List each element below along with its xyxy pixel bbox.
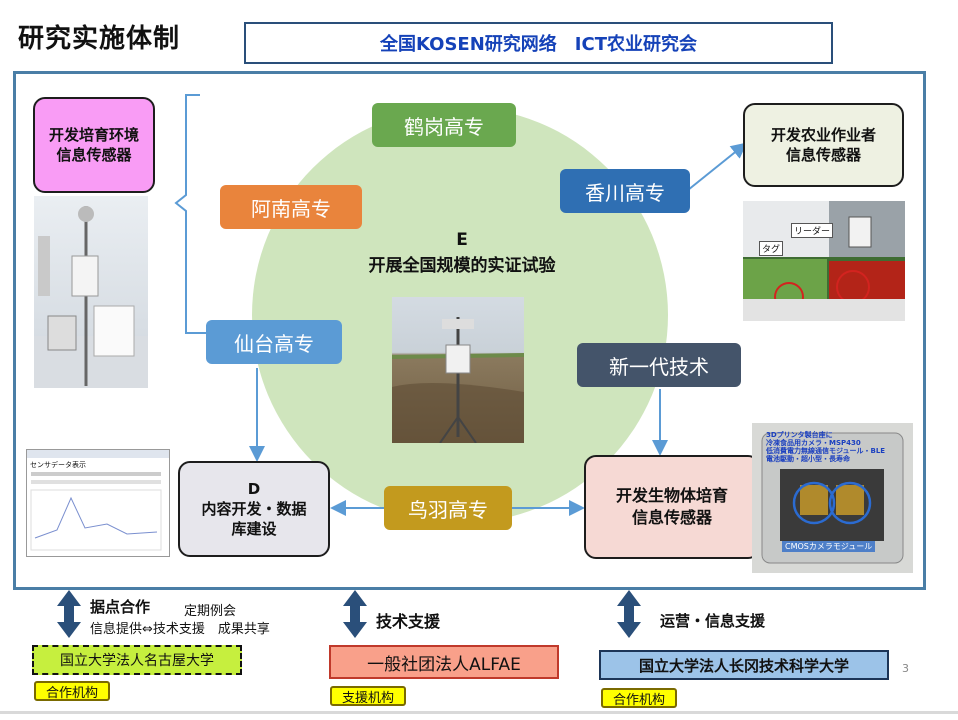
updown-arrow-nagaoka [617,590,641,638]
page-number: 3 [902,662,909,675]
updown-arrow-nagoya [57,590,81,638]
center-caption: E 开展全国规模的实证试验 [320,228,604,279]
bio-sensor-box: 开发生物体培育信息传感器 [584,455,760,559]
school-tsuruoka: 鹤岗高专 [372,103,516,147]
env-sensor-box: 开发培育环境信息传感器 [33,97,155,193]
slide-title: 研究实施体制 [18,24,181,54]
field-sensor-photo [392,297,524,443]
sensor-board-photo: 3Dプリンタ製台座に 冷凍食品用カメラ・MSP430 低消費電力無線通信モジュー… [752,423,913,573]
board-line2: 冷凍食品用カメラ・MSP430 [766,439,861,448]
school-anan: 阿南高专 [220,185,362,229]
school-toba: 鸟羽高专 [384,486,512,530]
tag-label: タグ [759,241,784,256]
env-sensor-line1: 开发培育环境 [48,125,139,144]
center-letter: E [456,230,468,250]
nagoya-note2: 信息提供⇔技术支援 成果共享 [90,622,270,637]
school-kagawa: 香川高专 [560,169,690,213]
next-gen-tech: 新一代技术 [577,343,741,387]
bio-sensor-line2: 信息传感器 [631,508,712,527]
tag-nagaoka: 合作机构 [601,688,678,708]
org-nagaoka: 国立大学法人长冈技术科学大学 [599,650,889,680]
cmos-label: CMOSカメラモジュール [782,541,876,552]
farmer-sensor-line1: 开发农业作业者 [770,125,876,144]
farmer-sensor-box: 开发农业作业者信息传感器 [743,103,904,187]
bio-sensor-line1: 开发生物体培育 [615,486,728,506]
farmer-sensor-photo: リーダー タグ [743,201,905,321]
bracket-line [174,94,206,334]
nagoya-note1: 定期例会 [184,604,237,619]
header-banner: 全国KOSEN研究网络 ICT农业研究会 [244,22,833,64]
tag-alfae: 支援机构 [330,686,407,706]
content-db-line1: 内容开发・数据 [201,499,307,518]
school-sendai: 仙台高专 [206,320,342,364]
farmer-sensor-line2: 信息传感器 [785,146,861,164]
browser-screenshot: センサデータ表示 [26,449,170,557]
tag-nagoya: 合作机构 [34,681,111,701]
nagaoka-heading: 运营・信息支援 [660,612,766,630]
org-nagoya: 国立大学法人名古屋大学 [32,645,242,675]
org-alfae: 一般社团法人ALFAE [329,645,559,679]
board-line4: 電池駆動・超小型・長寿命 [766,455,850,464]
arrow-kagawa-farmer [687,142,748,191]
reader-label: リーダー [791,223,834,238]
env-sensor-line2: 信息传感器 [56,146,132,164]
board-caption: 3Dプリンタ製台座に 冷凍食品用カメラ・MSP430 低消費電力無線通信モジュー… [766,431,906,463]
board-line1: 3Dプリンタ製台座に [766,431,833,439]
alfae-heading: 技术支援 [376,612,441,631]
updown-arrows [57,590,641,638]
bottom-rule [0,711,958,714]
updown-arrow-alfae [343,590,367,638]
center-text: 开展全国规模的实证试验 [368,255,556,276]
nagoya-heading: 据点合作 [90,598,151,616]
board-line3: 低消費電力無線通信モジュール・BLE [766,447,886,456]
main-frame [13,71,926,590]
content-db-letter: D [247,479,261,498]
screen-title: センサデータ表示 [30,461,86,469]
weather-station-photo [34,196,148,388]
content-db-line2: 库建设 [231,520,277,539]
